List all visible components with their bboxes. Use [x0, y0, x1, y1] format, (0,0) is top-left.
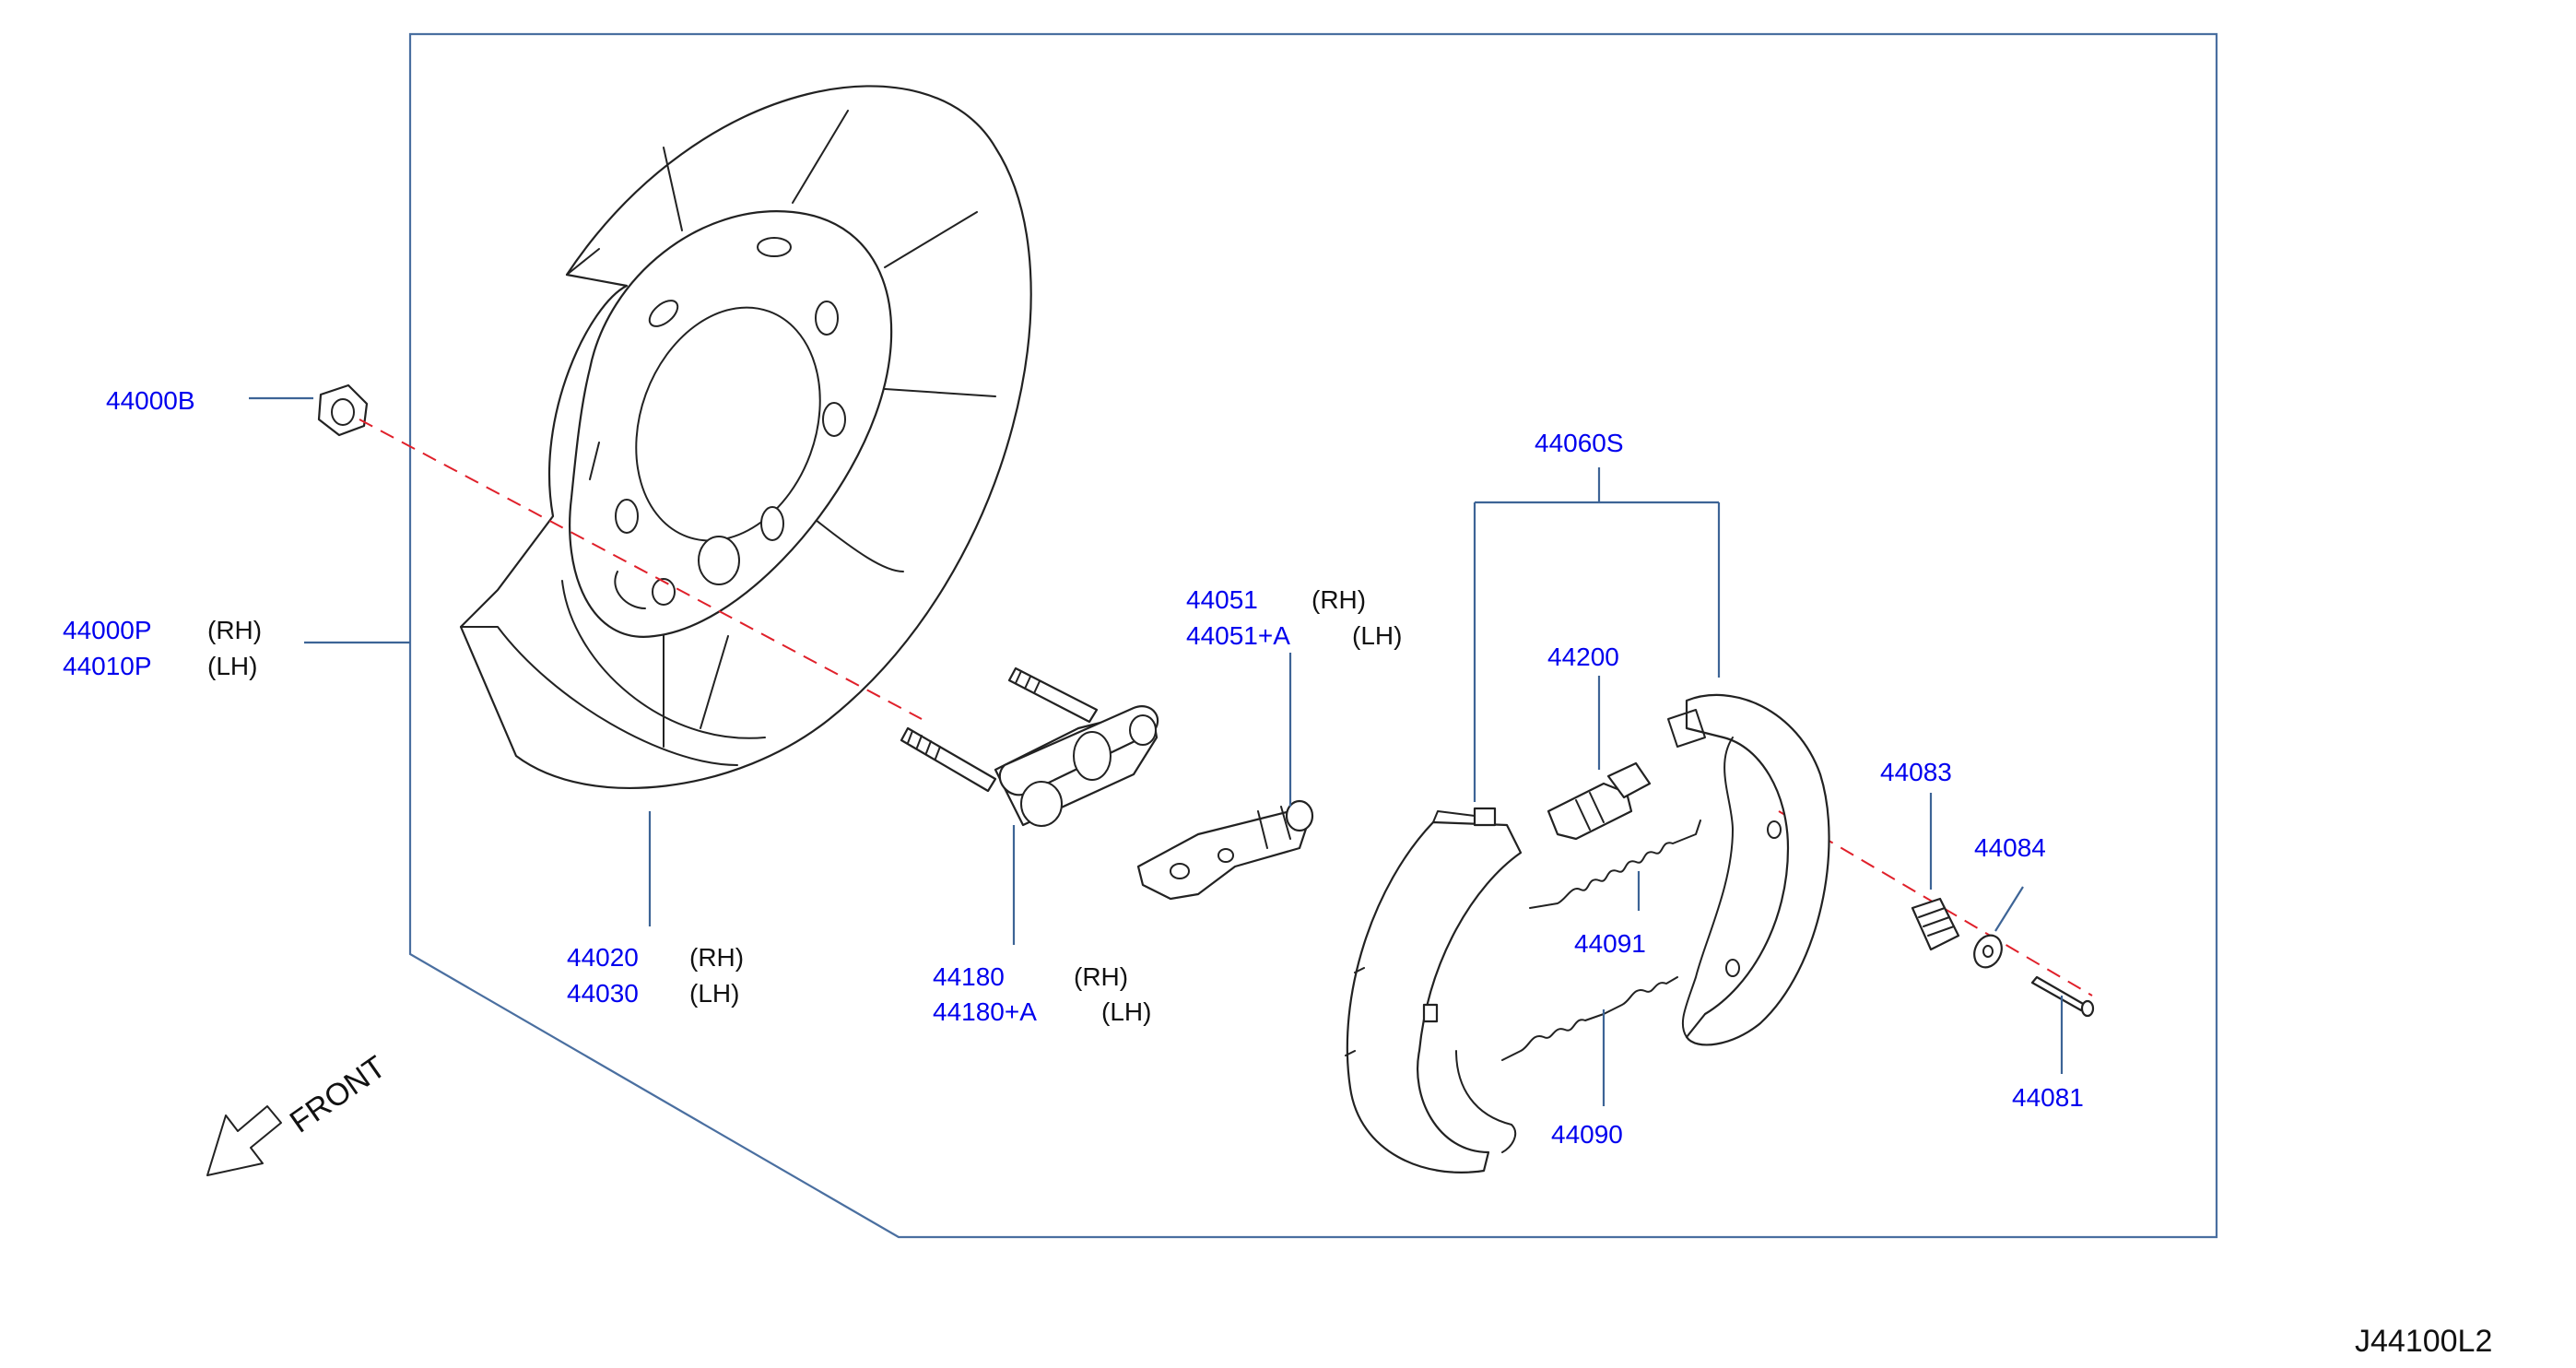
retainer-cup-44084[interactable] [1970, 931, 2007, 972]
label-44020-side: (RH) [689, 943, 744, 972]
label-44180[interactable]: 44180 [933, 962, 1005, 991]
label-44020[interactable]: 44020 [567, 943, 639, 972]
label-44000p-side: (RH) [207, 616, 262, 644]
adjuster-44200[interactable] [1547, 761, 1652, 841]
label-44180a[interactable]: 44180+A [933, 997, 1037, 1026]
label-44051a-side: (LH) [1352, 621, 1402, 650]
label-44000p[interactable]: 44000P [63, 616, 152, 644]
strut-44051[interactable] [1136, 799, 1314, 901]
nut-44000b[interactable] [317, 383, 369, 437]
hold-pin-44081[interactable] [2030, 975, 2095, 1018]
label-44010p-side: (LH) [207, 652, 257, 680]
label-44030-side: (LH) [689, 979, 739, 1008]
label-44051-side: (RH) [1312, 585, 1366, 614]
label-44051[interactable]: 44051 [1186, 585, 1258, 614]
label-44000b[interactable]: 44000B [106, 386, 195, 415]
diagram-reference: J44100L2 [2355, 1324, 2492, 1359]
label-44084[interactable]: 44084 [1974, 833, 2046, 862]
label-44030[interactable]: 44030 [567, 979, 639, 1008]
label-44180a-side: (LH) [1101, 997, 1151, 1026]
label-44180-side: (RH) [1074, 962, 1128, 991]
spring-44091[interactable] [1529, 820, 1701, 909]
hold-spring-44083[interactable] [1911, 897, 1960, 951]
label-44083[interactable]: 44083 [1880, 758, 1952, 786]
lever-44180[interactable] [900, 666, 1159, 827]
center-axis-left [359, 419, 923, 720]
front-direction-indicator: FRONT [206, 1049, 393, 1176]
label-44010p[interactable]: 44010P [63, 652, 152, 680]
label-44051a[interactable]: 44051+A [1186, 621, 1290, 650]
label-44090[interactable]: 44090 [1551, 1120, 1623, 1149]
leader-44060s [1473, 467, 1721, 802]
leader-44084 [1994, 886, 2024, 932]
assembly-frame [408, 32, 2218, 1239]
label-44060s[interactable]: 44060S [1535, 429, 1624, 457]
brake-shoe-left[interactable] [1345, 807, 1523, 1173]
backing-plate-44000p[interactable] [459, 85, 1032, 789]
brake-shoe-right[interactable] [1667, 693, 1830, 1046]
label-44081[interactable]: 44081 [2012, 1083, 2084, 1112]
label-44200[interactable]: 44200 [1547, 643, 1619, 671]
front-label: FRONT [284, 1049, 393, 1139]
front-arrow-icon [206, 1105, 282, 1176]
label-44091[interactable]: 44091 [1574, 929, 1646, 958]
spring-44090[interactable] [1501, 976, 1678, 1061]
